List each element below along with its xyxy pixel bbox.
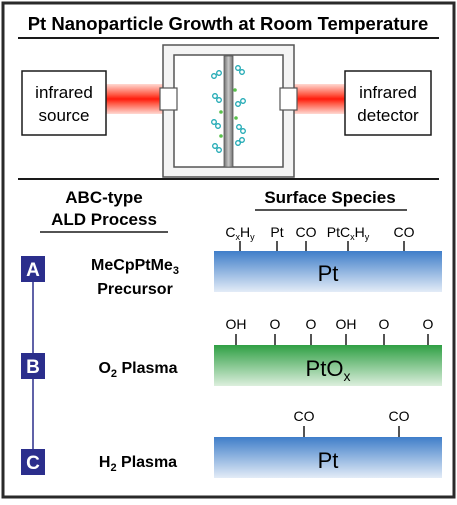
pt-slab-a xyxy=(214,251,442,292)
step-c-label: H2 Plasma xyxy=(99,454,177,474)
reactor-chamber xyxy=(159,44,298,178)
step-a-precursor-label: MeCpPtMe3 xyxy=(91,257,179,277)
infrared-source-label-line2: source xyxy=(38,106,89,125)
species-oh: OH xyxy=(336,316,357,332)
step-badge-a: A xyxy=(21,256,45,282)
infrared-detector-box xyxy=(344,70,432,136)
step-badge-b: B xyxy=(21,353,45,379)
species-o: O xyxy=(379,316,390,332)
left-window xyxy=(159,87,178,111)
surface-heading: Surface Species xyxy=(264,188,395,207)
precursor-molecules xyxy=(211,65,246,153)
pt-slab-c-label: Pt xyxy=(318,448,339,473)
species-cxhy: CxHy xyxy=(225,224,255,242)
ptox-slab-b-label: PtOx xyxy=(306,356,351,384)
infrared-source-box xyxy=(21,70,107,136)
pt-slab-a-label: Pt xyxy=(318,261,339,286)
species-slab-c: CO CO xyxy=(294,408,410,437)
ptox-slab-b xyxy=(214,345,442,386)
species-slab-a: CxHy Pt CO PtCxHy CO xyxy=(225,224,415,251)
infrared-detector-label-line1: infrared xyxy=(359,83,417,102)
species-o: O xyxy=(423,316,434,332)
species-oh: OH xyxy=(226,316,247,332)
species-o: O xyxy=(306,316,317,332)
step-letter-c: C xyxy=(26,453,40,474)
species-o: O xyxy=(270,316,281,332)
step-badge-c: C xyxy=(21,449,45,475)
species-co: CO xyxy=(294,408,315,424)
step-a-label-line2: Precursor xyxy=(97,281,173,298)
step-letter-b: B xyxy=(26,357,40,378)
process-heading-line2: ALD Process xyxy=(51,210,157,229)
species-co: CO xyxy=(389,408,410,424)
adsorbed-species xyxy=(219,88,238,138)
species-pt: Pt xyxy=(270,224,283,240)
step-letter-a: A xyxy=(26,260,40,281)
pt-slab-c xyxy=(214,437,442,478)
page-title: Pt Nanoparticle Growth at Room Temperatu… xyxy=(28,13,429,34)
infrared-source-label-line1: infrared xyxy=(35,83,93,102)
species-slab-b: OH O O OH O O xyxy=(226,316,434,345)
right-window xyxy=(279,87,298,111)
sample-rod xyxy=(223,55,234,168)
process-heading-line1: ABC-type xyxy=(65,188,142,207)
infrared-detector-label-line2: detector xyxy=(357,106,419,125)
species-co: CO xyxy=(394,224,415,240)
species-ptcxhy: PtCxHy xyxy=(327,224,370,242)
species-co: CO xyxy=(296,224,317,240)
step-b-label: O2 Plasma xyxy=(98,360,177,380)
